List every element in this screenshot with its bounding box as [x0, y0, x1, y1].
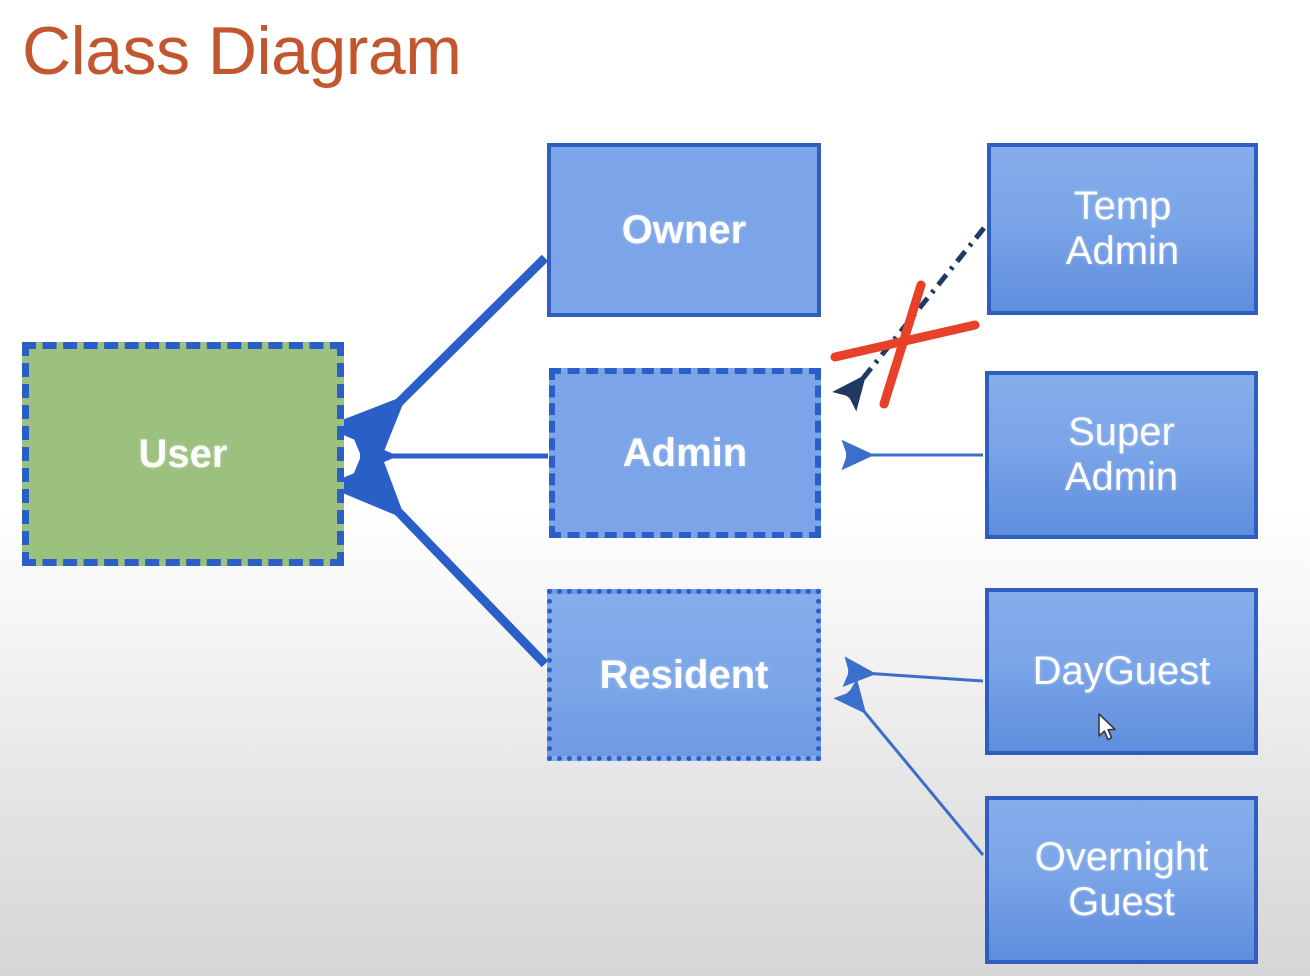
class-node-super-admin[interactable]: Super Admin	[985, 371, 1258, 539]
line-2: Admin	[1065, 229, 1180, 273]
line-1: Super	[1068, 410, 1175, 455]
class-node-user[interactable]: User	[22, 342, 344, 566]
class-node-user-label: User	[138, 431, 228, 476]
edge-overnight-guest-to-resident	[833, 678, 985, 856]
line-1: Temp	[1073, 184, 1172, 229]
class-node-overnight-guest[interactable]: Overnight Guest	[985, 796, 1258, 964]
red-strike-annotation	[830, 280, 980, 409]
class-node-resident-label: Resident	[599, 652, 769, 697]
page-title: Class Diagram	[22, 13, 462, 89]
line-2: Admin	[1064, 455, 1179, 499]
edge-owner-to-user	[324, 254, 549, 477]
class-node-admin[interactable]: Admin	[549, 368, 821, 538]
class-node-overnight-guest-label: Overnight Guest	[1029, 835, 1214, 925]
line-1: DayGuest	[1032, 649, 1211, 694]
edge-resident-to-user	[323, 436, 549, 668]
class-node-temp-admin[interactable]: Temp Admin	[987, 143, 1258, 315]
class-node-day-guest-label: DayGuest	[1027, 649, 1217, 694]
class-node-day-guest[interactable]: DayGuest	[985, 588, 1258, 755]
edge-day-guest-to-resident	[842, 656, 984, 687]
class-node-owner-label: Owner	[621, 207, 747, 252]
class-node-super-admin-label: Super Admin	[1059, 410, 1184, 500]
line-2: Guest	[1068, 880, 1175, 924]
class-node-resident[interactable]: Resident	[547, 589, 821, 761]
class-node-owner[interactable]: Owner	[547, 143, 821, 317]
class-node-admin-label: Admin	[622, 430, 748, 475]
edge-temp-admin-to-admin	[832, 226, 986, 412]
class-node-temp-admin-label: Temp Admin	[1060, 184, 1185, 274]
line-1: Overnight	[1034, 835, 1209, 880]
